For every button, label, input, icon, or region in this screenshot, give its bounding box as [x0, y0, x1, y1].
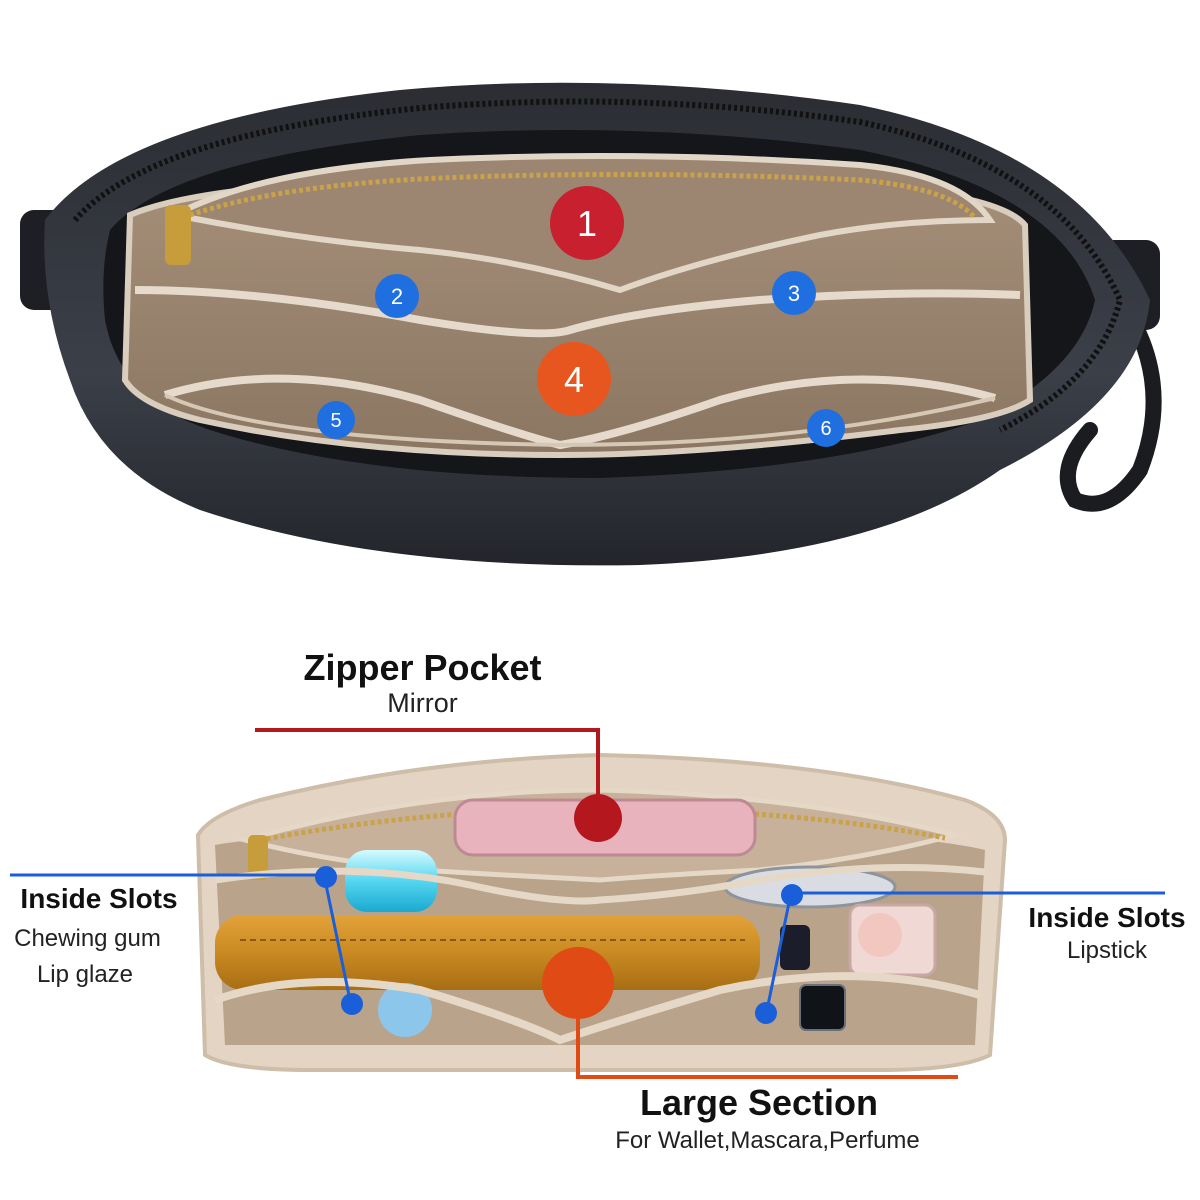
inside-slots-left-title: Inside Slots	[20, 883, 178, 914]
zipper-pocket-pull	[165, 205, 191, 265]
callout-lines	[10, 728, 1165, 1079]
marker-1-circle	[550, 186, 624, 260]
inside-slots-left-dot-bottom	[341, 993, 363, 1015]
bag-zipper-track	[72, 98, 1124, 433]
dark-vial-item	[780, 925, 810, 970]
zipper-pocket-subtitle: Mirror	[387, 688, 458, 718]
marker-2-circle	[375, 274, 419, 318]
marker-5-label: 5	[330, 410, 341, 432]
inside-slots-left-connector	[323, 879, 352, 1001]
organizer-zipper-teeth	[259, 805, 946, 843]
marker-6-circle	[807, 409, 845, 447]
inside-slots-right-connector	[765, 897, 792, 1011]
marker-3-label: 3	[788, 281, 800, 306]
compartment-marker-3: 3	[772, 271, 816, 315]
zipper-pocket-dot	[574, 794, 622, 842]
inside-slots-left-dot-top	[315, 866, 337, 888]
compartment-marker-4: 4	[537, 342, 611, 416]
compartment-marker-6: 6	[807, 409, 845, 447]
black-cube-item	[799, 984, 846, 1031]
divider-upper	[134, 286, 1021, 338]
organizer-side-view	[195, 752, 1008, 1072]
inside-slots-right-dot-top	[781, 884, 803, 906]
large-section-leader	[576, 1015, 958, 1079]
bag-top-view	[20, 82, 1162, 566]
compartment-marker-1: 1	[550, 186, 624, 260]
marker-4-circle	[537, 342, 611, 416]
lipstick-cap	[858, 913, 902, 957]
divider-lower-back	[164, 393, 996, 448]
inside-slots-left-line1: Chewing gum	[14, 925, 161, 952]
yellow-case-item	[215, 915, 760, 990]
marker-4-label: 4	[564, 359, 584, 400]
large-section-subtitle: For Wallet,Mascara,Perfume	[615, 1127, 920, 1154]
marker-1-label: 1	[577, 203, 597, 244]
zipper-pocket-title: Zipper Pocket	[303, 647, 542, 688]
inside-slots-right-title: Inside Slots	[1028, 902, 1186, 933]
organizer-zipper-pull	[248, 835, 268, 880]
bag-wrist-strap	[1059, 292, 1162, 512]
inside-slots-right-dot-bottom	[755, 1002, 777, 1024]
marker-3-circle	[772, 271, 816, 315]
marker-2-label: 2	[391, 284, 403, 309]
chewing-gum-item	[345, 850, 437, 912]
organizer-front-pockets	[213, 972, 982, 1045]
inside-slots-left-line2: Lip glaze	[36, 961, 134, 988]
zipper-pocket-leader	[255, 728, 600, 815]
marker-5-circle	[317, 401, 355, 439]
organizer-mid-divider	[214, 864, 986, 905]
large-section-dot	[542, 947, 614, 1019]
compartment-markers: 1 2 3 4 5 6	[317, 186, 845, 447]
compartment-marker-5: 5	[317, 401, 355, 439]
zipper-pocket-zipper	[189, 171, 977, 220]
inside-slots-right-line1: Lipstick	[1066, 937, 1148, 964]
marker-6-label: 6	[820, 418, 831, 440]
compartment-marker-2: 2	[375, 274, 419, 318]
large-section-title: Large Section	[639, 1082, 879, 1123]
lip-glaze-item	[378, 983, 432, 1037]
